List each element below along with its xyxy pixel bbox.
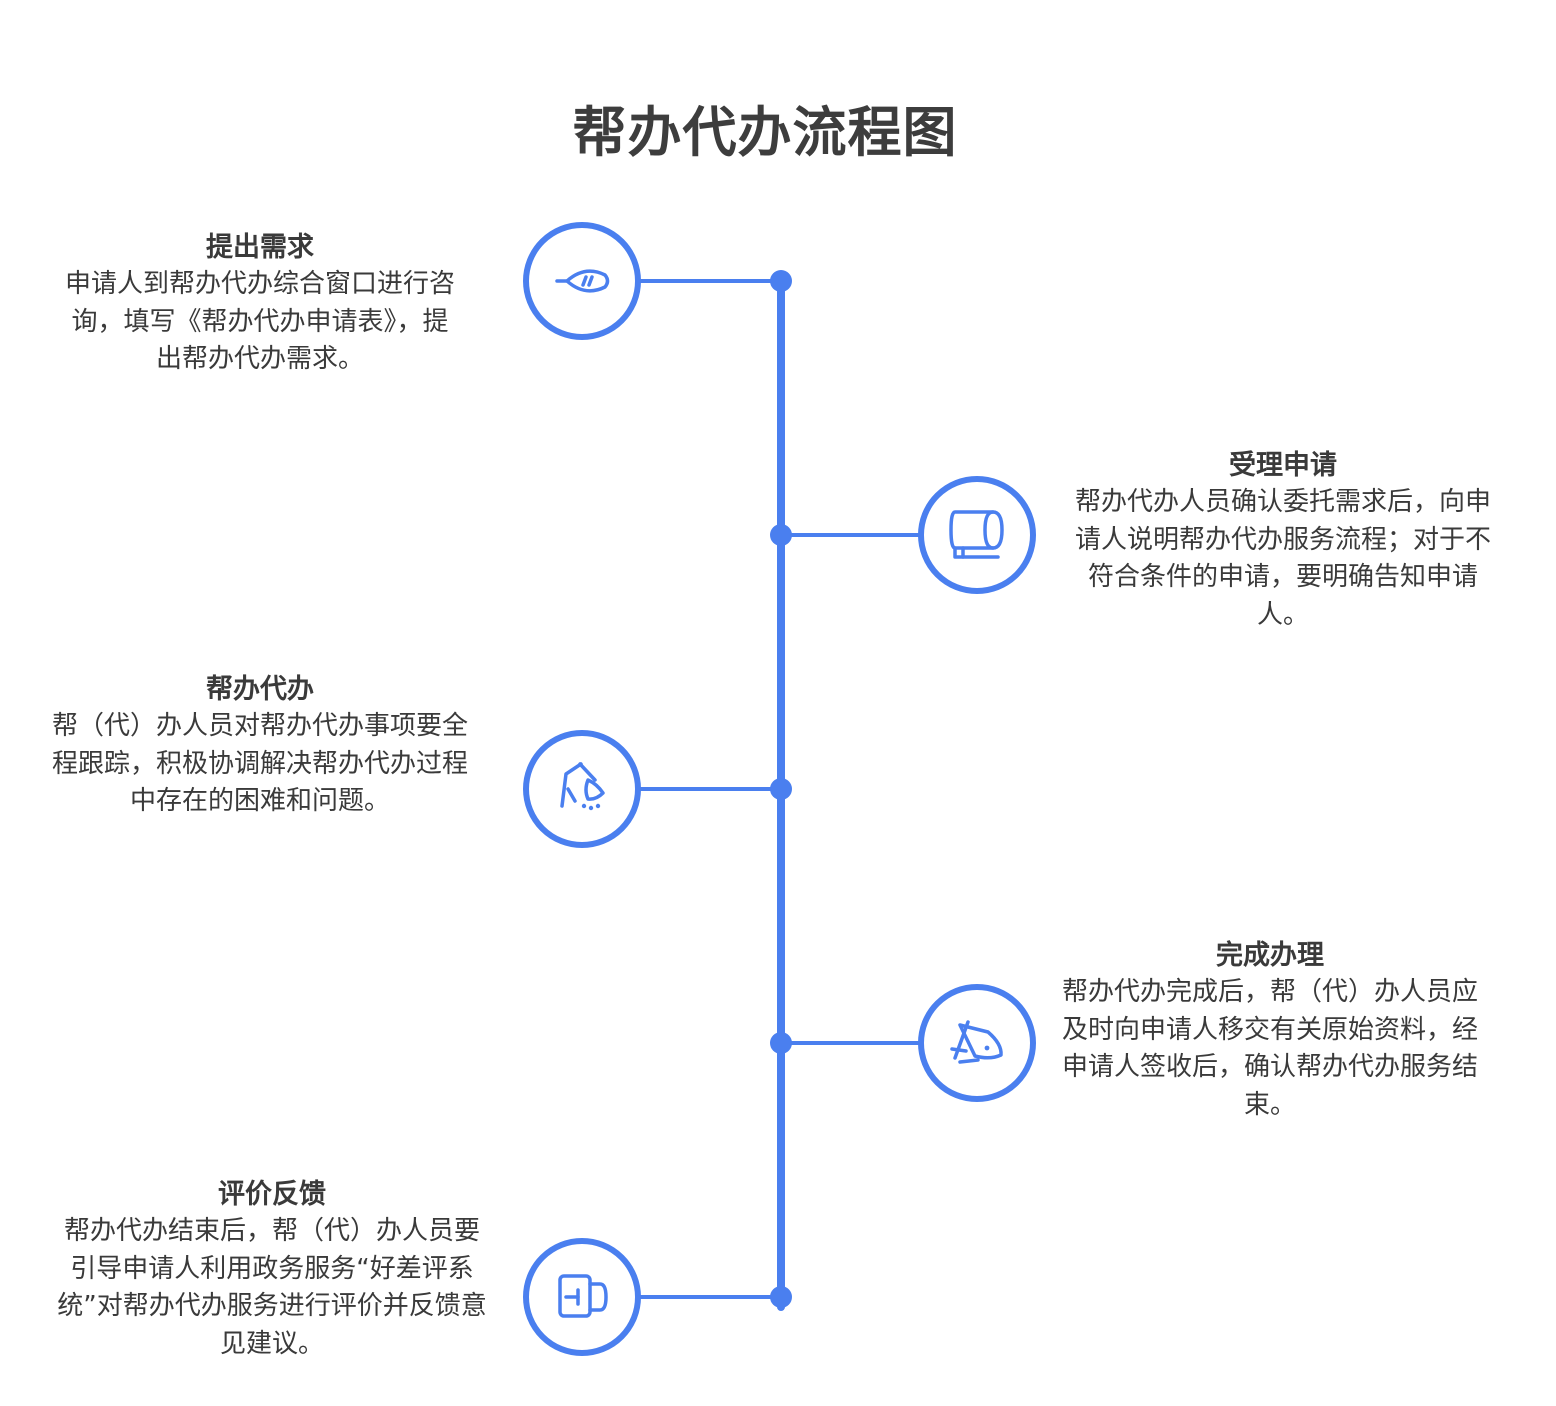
timeline-dot [770,270,792,292]
step-card-4: 完成办理 帮办代办完成后，帮（代）办人员应及时向申请人移交有关原始资料，经申请人… [1050,938,1490,1124]
icon-ring [918,476,1036,594]
step-card-1: 提出需求 申请人到帮办代办综合窗口进行咨询，填写《帮办代办申请表》，提出帮办代办… [40,230,480,379]
step-card-3: 帮办代办 帮（代）办人员对帮办代办事项要全程跟踪，积极协调解决帮办代办过程中存在… [40,672,480,821]
step-desc: 申请人到帮办代办综合窗口进行咨询，填写《帮办代办申请表》，提出帮办代办需求。 [64,269,455,374]
step-card-2: 受理申请 帮办代办人员确认委托需求后，向申请人说明帮办代办服务流程；对于不符合条… [1063,448,1503,634]
icon-ring [523,730,641,848]
icon-ring [523,222,641,340]
step-title: 帮办代办 [206,674,314,705]
icon-ring [523,1238,641,1356]
step-title: 完成办理 [1216,940,1324,971]
step-desc: 帮办代办人员确认委托需求后，向申请人说明帮办代办服务流程；对于不符合条件的申请，… [1074,487,1491,630]
step-node-2 [770,476,1036,594]
step-node-3 [523,730,792,848]
step-title: 受理申请 [1229,450,1337,481]
timeline-dot [770,524,792,546]
timeline-dot [770,1286,792,1308]
mug-icon [558,1274,608,1318]
desk-lamp-icon [560,762,605,811]
timeline-dot [770,778,792,800]
eye-icon [555,269,610,293]
step-card-5: 评价反馈 帮办代办结束后，帮（代）办人员要引导申请人利用政务服务“好差评系统”对… [52,1177,492,1363]
step-desc: 帮办代办完成后，帮（代）办人员应及时向申请人移交有关原始资料，经申请人签收后，确… [1061,977,1478,1120]
page-title: 帮办代办流程图 [572,101,958,164]
step-desc: 帮办代办结束后，帮（代）办人员要引导申请人利用政务服务“好差评系统”对帮办代办服… [57,1216,487,1359]
pen-nib-icon [950,1020,1003,1064]
timeline-dot [770,1032,792,1054]
step-desc: 帮（代）办人员对帮办代办事项要全程跟踪，积极协调解决帮办代办过程中存在的困难和问… [51,711,468,816]
step-node-1 [523,222,792,340]
step-title: 提出需求 [206,232,314,263]
icon-ring [918,984,1036,1102]
step-node-4 [770,984,1036,1102]
scroll-icon [949,510,1004,559]
step-title: 评价反馈 [218,1179,326,1210]
step-node-5 [523,1238,792,1356]
